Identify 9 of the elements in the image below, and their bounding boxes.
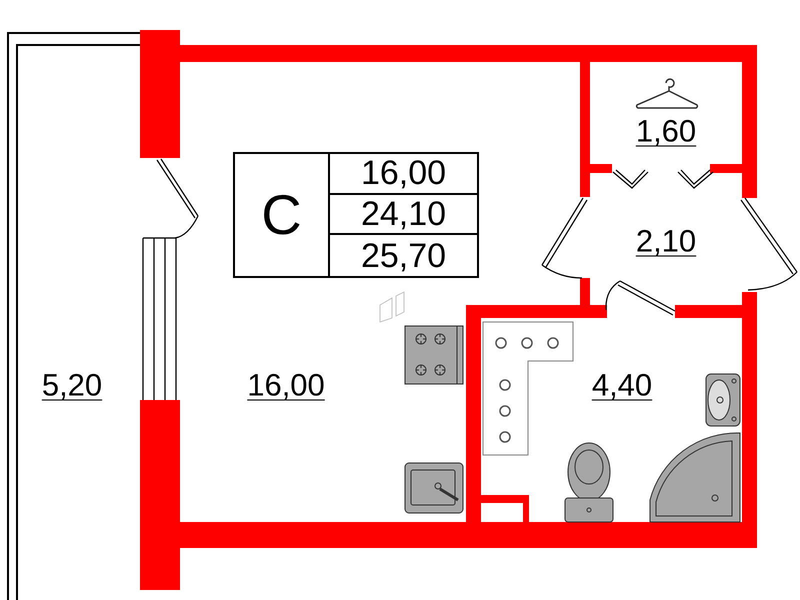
room-area-label: 1,60 (636, 116, 696, 146)
room-area-label: 5,20 (42, 370, 102, 400)
table-cell: C (235, 154, 330, 276)
table-cell: 16,00 (330, 154, 477, 195)
table-cell: 24,10 (330, 194, 477, 236)
room-area-label: 16,00 (247, 370, 325, 400)
room-area-label: 2,10 (636, 226, 696, 256)
table-cell-text: 25,70 (360, 236, 448, 276)
room-area-label: 4,40 (592, 370, 652, 400)
